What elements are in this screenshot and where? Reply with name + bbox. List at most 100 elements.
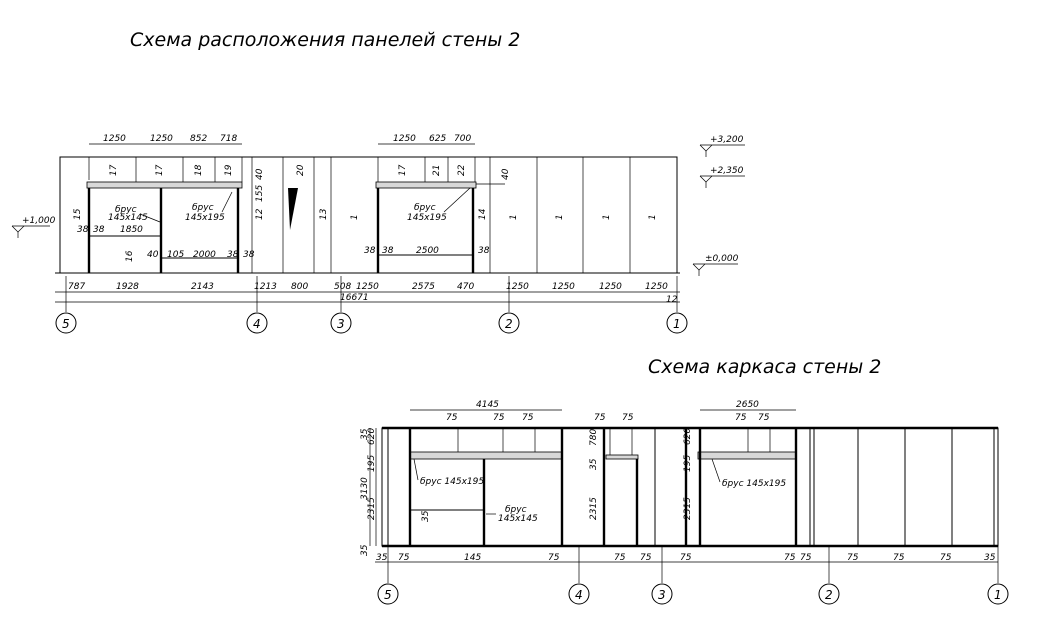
axis-label: 4 bbox=[575, 588, 583, 602]
beam-label-word: брус bbox=[414, 203, 436, 213]
frame-top-dim: 75 bbox=[594, 413, 606, 423]
level-label: +3,200 bbox=[710, 135, 744, 145]
frame-top-dim: 75 bbox=[622, 413, 634, 423]
inner-dim: 40 bbox=[147, 250, 159, 260]
bottom-dim: 1250 bbox=[599, 282, 622, 292]
beam-label-size: 145x145 bbox=[108, 213, 148, 223]
bottom-dim: 787 bbox=[68, 282, 85, 292]
frame-top-dim: 75 bbox=[758, 413, 770, 423]
bottom-dim: 1250 bbox=[645, 282, 668, 292]
frame-scheme-title: Схема каркаса стены 2 bbox=[648, 356, 881, 378]
bottom-dim: 1213 bbox=[254, 282, 277, 292]
frame-bottom-dim: 145 bbox=[464, 553, 481, 563]
inner-dim: 38 bbox=[227, 250, 239, 260]
frame-top-dim: 2650 bbox=[736, 400, 759, 410]
inner-dim: 38 bbox=[243, 250, 255, 260]
beam-label-size: 145x195 bbox=[185, 213, 225, 223]
axis-label: 3 bbox=[658, 588, 666, 602]
bottom-dim: 12 bbox=[666, 295, 678, 305]
panel-number: 19 bbox=[224, 164, 234, 176]
frame-bottom-dim: 75 bbox=[640, 553, 652, 563]
bottom-dim: 470 bbox=[457, 282, 474, 292]
frame-mid-dim: 195 bbox=[683, 455, 693, 472]
dim-top-6: 625 bbox=[429, 134, 446, 144]
bottom-dim: 508 bbox=[334, 282, 351, 292]
frame-bottom-dim: 75 bbox=[680, 553, 692, 563]
beam-label-size: 145x195 bbox=[407, 213, 447, 223]
panel-number: 18 bbox=[194, 164, 204, 176]
panel-number: 40 bbox=[501, 168, 511, 180]
level-label: +2,350 bbox=[710, 166, 744, 176]
frame-left-dim: 3130 bbox=[360, 477, 370, 500]
frame-mid-dim: 2315 bbox=[683, 497, 693, 520]
frame-bottom-dim: 75 bbox=[784, 553, 796, 563]
axis-label: 5 bbox=[384, 588, 392, 602]
axis-label: 4 bbox=[253, 317, 261, 331]
frame-mid-dim: 2315 bbox=[589, 497, 599, 520]
frame-drawing bbox=[369, 409, 999, 563]
panel-number: 12 bbox=[255, 208, 265, 220]
level-label: ±0,000 bbox=[705, 254, 739, 264]
total-dim: 16671 bbox=[340, 293, 369, 303]
frame-beam-label: 145х145 bbox=[498, 514, 538, 524]
frame-top-dim: 75 bbox=[522, 413, 534, 423]
frame-top-dim: 75 bbox=[446, 413, 458, 423]
panel-number: 1 bbox=[648, 214, 658, 220]
frame-bottom-dim: 75 bbox=[940, 553, 952, 563]
bottom-dim: 800 bbox=[291, 282, 308, 292]
panel-number: 40 bbox=[255, 168, 265, 180]
frame-left-dim: 195 bbox=[367, 455, 377, 472]
bottom-dim: 1250 bbox=[506, 282, 529, 292]
panel-number: 1 bbox=[509, 214, 519, 220]
level-marks bbox=[11, 144, 745, 276]
panel-number: 20 bbox=[296, 164, 306, 176]
panel-number: 1 bbox=[602, 214, 612, 220]
panel-number: 13 bbox=[319, 208, 329, 220]
axis-label: 2 bbox=[505, 317, 513, 331]
frame-beam-label: брус bbox=[505, 505, 527, 515]
frame-bottom-dim: 75 bbox=[800, 553, 812, 563]
frame-bottom-dim: 75 bbox=[548, 553, 560, 563]
frame-left-dim: 620 bbox=[367, 428, 377, 445]
frame-bottom-dim: 75 bbox=[893, 553, 905, 563]
panel-layout-drawing bbox=[55, 143, 680, 274]
axis-label: 1 bbox=[994, 588, 1002, 602]
bottom-dim: 1250 bbox=[552, 282, 575, 292]
panel-number: 17 bbox=[109, 164, 119, 176]
frame-left-dim: 35 bbox=[360, 428, 370, 440]
frame-mid-dim: 35 bbox=[589, 458, 599, 470]
frame-left-dim: 35 bbox=[360, 544, 370, 556]
inner-dim: 38 bbox=[478, 246, 490, 256]
inner-dim: 38 bbox=[382, 246, 394, 256]
beam-label-word: брус bbox=[192, 203, 214, 213]
panel-number: 155 bbox=[255, 185, 265, 202]
bottom-dim: 2575 bbox=[412, 282, 435, 292]
panel-number: 16 bbox=[125, 250, 135, 262]
panel-number: 1 bbox=[350, 214, 360, 220]
dim-top-4: 718 bbox=[220, 134, 237, 144]
panel-number: 22 bbox=[457, 164, 467, 176]
inner-dim: 105 bbox=[167, 250, 184, 260]
axis-label: 5 bbox=[62, 317, 70, 331]
frame-bottom-dim: 75 bbox=[398, 553, 410, 563]
frame-top-dim: 75 bbox=[493, 413, 505, 423]
level-label: +1,000 bbox=[22, 216, 56, 226]
frame-bottom-dim: 35 bbox=[376, 553, 388, 563]
axis-label: 2 bbox=[825, 588, 833, 602]
bottom-dim: 1250 bbox=[356, 282, 379, 292]
frame-mid-dim: 620 bbox=[683, 428, 693, 445]
dim-top-7: 700 bbox=[454, 134, 471, 144]
frame-bottom-dim: 75 bbox=[614, 553, 626, 563]
frame-small-dim: 35 bbox=[421, 510, 431, 522]
frame-bottom-dim: 75 bbox=[847, 553, 859, 563]
inner-dim: 1850 bbox=[120, 225, 143, 235]
frame-left-dim: 2315 bbox=[367, 497, 377, 520]
panels-scheme-title: Схема расположения панелей стены 2 bbox=[130, 29, 520, 51]
panel-number: 17 bbox=[155, 164, 165, 176]
bottom-dim: 2143 bbox=[191, 282, 214, 292]
bottom-dim: 1928 bbox=[116, 282, 139, 292]
inner-dim: 38 bbox=[77, 225, 89, 235]
frame-beam-label: брус 145х195 bbox=[420, 477, 484, 487]
inner-dim: 2500 bbox=[416, 246, 439, 256]
